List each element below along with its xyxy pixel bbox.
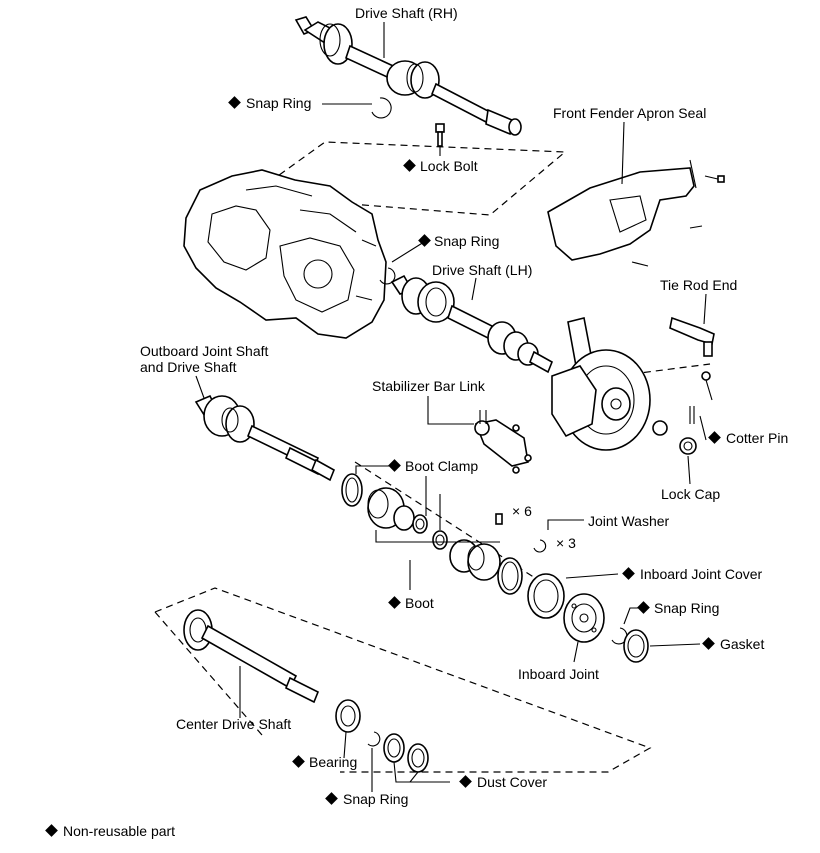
label-joint-washer: Joint Washer xyxy=(588,513,670,529)
diamond-icon xyxy=(418,234,431,247)
diamond-icon xyxy=(388,459,401,472)
diamond-icon xyxy=(708,431,721,444)
snap-ring-top-part xyxy=(371,97,392,119)
label-drive-shaft-lh: Drive Shaft (LH) xyxy=(432,262,532,278)
inboard-joint-part xyxy=(563,593,605,643)
label-dust-cover: Dust Cover xyxy=(477,774,547,790)
legend-text: Non-reusable part xyxy=(63,823,175,839)
label-gasket: Gasket xyxy=(720,636,764,652)
label-qty-3: × 3 xyxy=(556,535,576,551)
diamond-icon xyxy=(637,601,650,614)
diamond-icon xyxy=(388,596,401,609)
leader-lines xyxy=(195,22,707,792)
snap-ring-bottom-part xyxy=(367,731,381,747)
label-lock-bolt: Lock Bolt xyxy=(420,158,478,174)
stabilizer-bar-link-part xyxy=(474,410,532,474)
label-bearing: Bearing xyxy=(309,754,357,770)
inboard-joint-cover-part xyxy=(527,573,565,619)
joint-washer-bolts xyxy=(495,513,547,553)
diamond-icon xyxy=(702,637,715,650)
label-tie-rod-end: Tie Rod End xyxy=(660,277,737,293)
label-snap-ring-left: Snap Ring xyxy=(434,233,499,249)
label-center-drive-shaft: Center Drive Shaft xyxy=(176,716,291,732)
diamond-icon xyxy=(459,775,472,788)
label-drive-shaft-rh: Drive Shaft (RH) xyxy=(355,5,458,21)
label-front-fender-apron-seal: Front Fender Apron Seal xyxy=(553,105,706,121)
transaxle-housing xyxy=(183,169,387,339)
label-snap-ring-right: Snap Ring xyxy=(654,600,719,616)
label-cotter-pin: Cotter Pin xyxy=(726,430,788,446)
label-outboard-line2: and Drive Shaft xyxy=(140,359,237,375)
dust-cover-part xyxy=(383,733,429,773)
legend-diamond-icon xyxy=(45,824,58,837)
label-inboard-joint-cover: Inboard Joint Cover xyxy=(640,566,763,582)
drive-shaft-rh xyxy=(294,16,522,136)
diamond-icon xyxy=(292,755,305,768)
diamond-icon xyxy=(622,567,635,580)
diamond-icon xyxy=(228,96,241,109)
label-lock-cap: Lock Cap xyxy=(661,486,720,502)
boot-set xyxy=(341,473,523,595)
label-snap-ring-top: Snap Ring xyxy=(246,95,311,111)
center-shaft-group-outline xyxy=(154,587,652,773)
lock-bolt-part xyxy=(435,123,445,147)
label-boot: Boot xyxy=(405,595,434,611)
label-inboard-joint: Inboard Joint xyxy=(518,666,599,682)
tie-rod-end-part xyxy=(669,316,715,357)
label-qty-6: × 6 xyxy=(512,503,532,519)
label-boot-clamp: Boot Clamp xyxy=(405,458,478,474)
outboard-joint-shaft xyxy=(194,394,336,482)
front-fender-apron-seal-part xyxy=(547,159,725,267)
label-outboard-line1: Outboard Joint Shaft xyxy=(140,343,269,359)
diamond-icon xyxy=(403,159,416,172)
knuckle-disc-assembly xyxy=(551,317,697,455)
label-snap-ring-bottom: Snap Ring xyxy=(343,791,408,807)
transaxle-group-outline xyxy=(248,141,567,216)
diamond-icon xyxy=(325,792,338,805)
cotter-pin-part xyxy=(689,371,713,424)
center-drive-shaft-part xyxy=(183,609,361,733)
label-stabilizer-bar-link: Stabilizer Bar Link xyxy=(372,378,486,394)
drive-shaft-lh xyxy=(390,274,554,374)
